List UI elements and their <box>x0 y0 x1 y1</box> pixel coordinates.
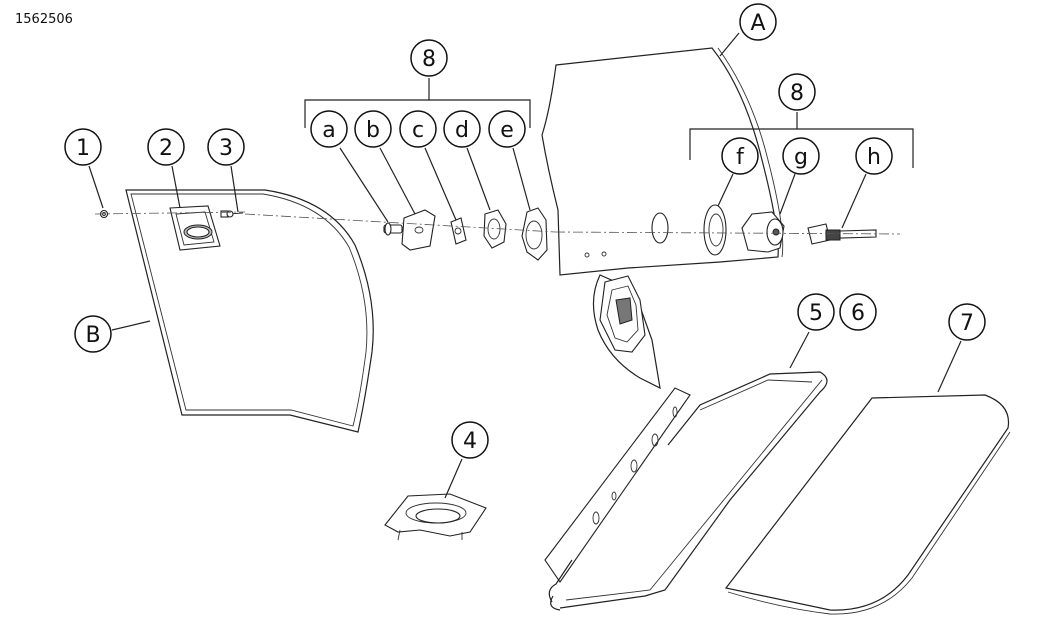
center-lines <box>94 211 901 235</box>
callout-4: 4 <box>451 421 489 459</box>
part-8e <box>521 207 548 261</box>
callout-2-label: 2 <box>159 136 173 161</box>
panel-a <box>541 47 784 390</box>
callout-6: 6 <box>839 293 877 331</box>
callout-b: b <box>354 110 392 148</box>
callout-4-label: 4 <box>463 429 477 454</box>
callout-c: c <box>399 110 437 148</box>
callout-f: f <box>721 137 759 175</box>
callout-f-label: f <box>736 145 745 170</box>
callout-8-right: 8 <box>778 73 816 111</box>
panel-b <box>125 189 374 433</box>
latch-assembly <box>599 275 646 353</box>
part-8f <box>703 204 727 256</box>
callout-5-label: 5 <box>809 301 823 326</box>
callouts: 1 2 3 8 a b c d e A 8 f g h B 4 5 6 7 <box>64 3 986 459</box>
callout-1-label: 1 <box>76 136 90 161</box>
part-8h-key <box>807 223 877 245</box>
callout-a-upper: A <box>739 3 777 41</box>
callout-3-label: 3 <box>219 136 233 161</box>
part-4-bracket <box>384 493 487 541</box>
callout-a-label: a <box>322 118 335 143</box>
leader-lines <box>88 32 962 499</box>
callout-d: d <box>443 110 481 148</box>
callout-8-left: 8 <box>410 39 448 77</box>
callout-3: 3 <box>207 128 245 166</box>
callout-5: 5 <box>797 293 835 331</box>
callout-2: 2 <box>147 128 185 166</box>
callout-A-label: A <box>750 11 765 36</box>
callout-d-label: d <box>455 118 469 143</box>
document-id: 1562506 <box>15 12 73 27</box>
part-8a <box>383 222 403 236</box>
callout-e: e <box>488 110 526 148</box>
callout-e-label: e <box>500 118 514 143</box>
callout-a: a <box>310 110 348 148</box>
callout-c-label: c <box>412 118 424 143</box>
part-8g <box>741 211 785 253</box>
part-7-pad <box>724 394 1011 615</box>
callout-B-label: B <box>85 323 100 348</box>
callout-7-label: 7 <box>960 311 974 336</box>
callout-h: h <box>855 137 893 175</box>
callout-g-label: g <box>794 145 808 170</box>
callout-h-label: h <box>867 145 881 170</box>
callout-8-right-label: 8 <box>790 81 804 106</box>
part-8b <box>401 209 436 251</box>
part-8c <box>450 217 467 245</box>
callout-6-label: 6 <box>851 301 865 326</box>
callout-7: 7 <box>948 303 986 341</box>
callout-b-label: b <box>366 118 380 143</box>
callout-1: 1 <box>64 128 102 166</box>
callout-g: g <box>782 137 820 175</box>
callout-8-left-label: 8 <box>422 47 436 72</box>
part-3-screw <box>220 210 244 218</box>
part-5-6-frame <box>544 371 828 611</box>
callout-b-upper: B <box>74 315 112 353</box>
part-2-bracket <box>169 205 221 251</box>
